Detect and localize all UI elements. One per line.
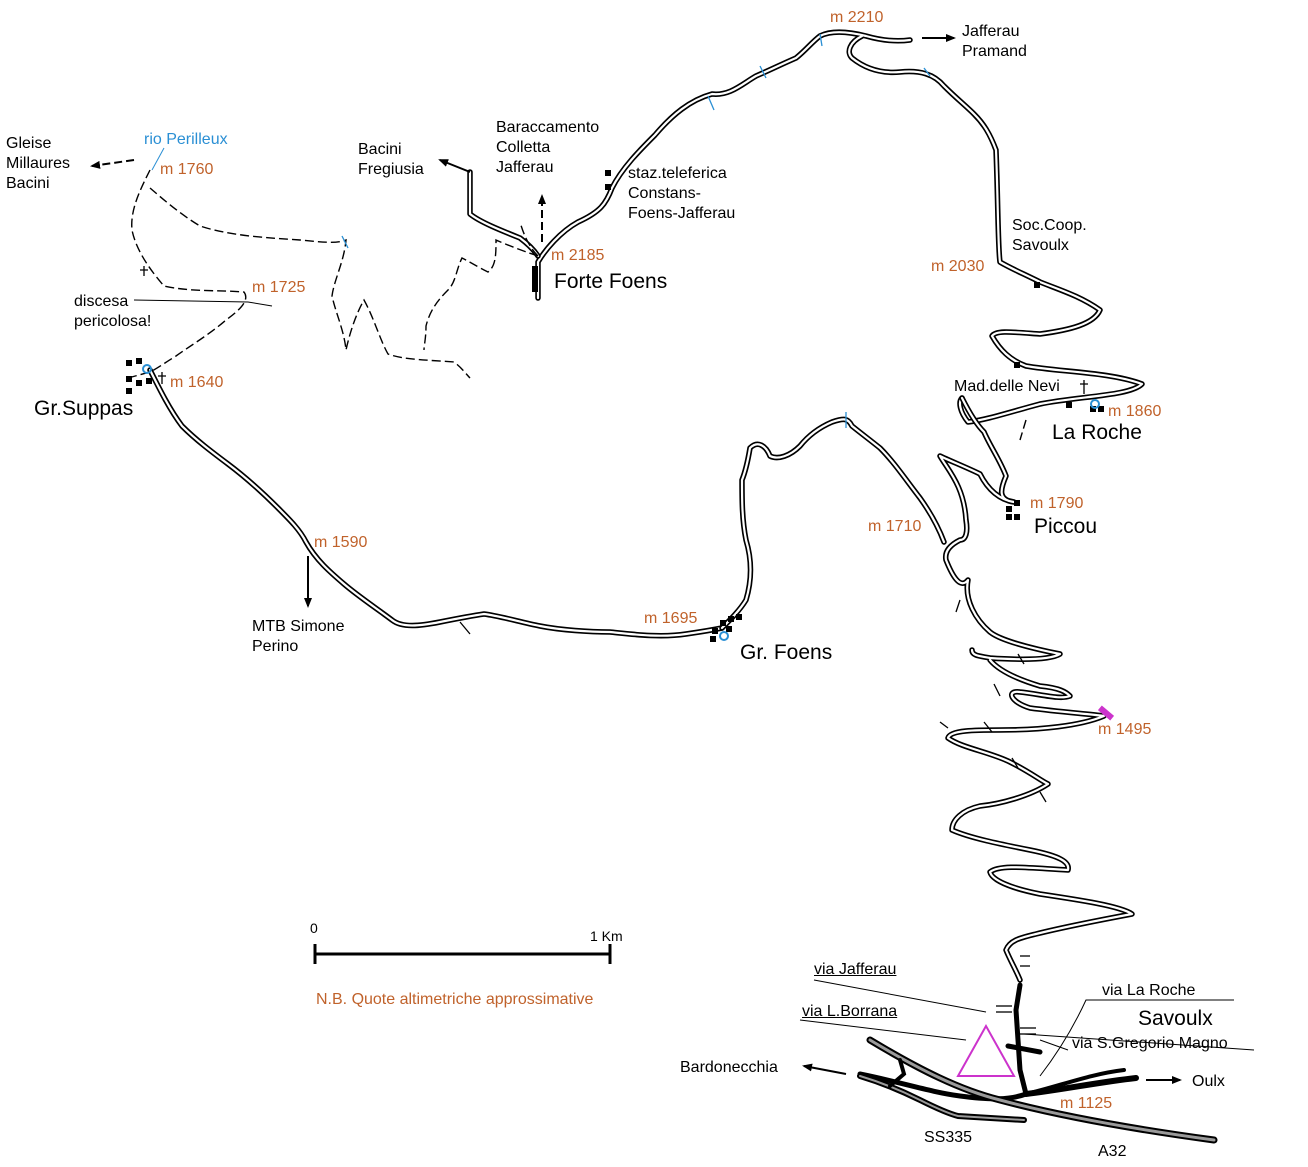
label-rio-perilleux: rio Perilleux xyxy=(144,131,228,148)
place-mad-nevi: Mad.delle Nevi xyxy=(954,378,1060,395)
cross-icons xyxy=(140,266,1088,394)
road-ticks xyxy=(459,599,1047,1035)
place-forte-foens: Forte Foens xyxy=(554,270,668,293)
altitude-m2210: m 2210 xyxy=(830,9,884,26)
arrow-icon-bardonecchia xyxy=(802,1063,847,1075)
stream-crossings xyxy=(341,33,931,428)
altitude-m1640: m 1640 xyxy=(170,374,224,391)
savoulx-roads xyxy=(857,982,1218,1144)
direction-bardonecchia: Bardonecchia xyxy=(680,1059,778,1076)
scale-zero: 0 xyxy=(310,920,318,936)
altitude-note: N.B. Quote altimetriche approssimative xyxy=(316,991,594,1008)
trails xyxy=(127,169,1027,441)
place-la-roche: La Roche xyxy=(1052,421,1142,444)
altitude-m2185: m 2185 xyxy=(551,247,605,264)
building-icon-forte xyxy=(532,266,538,292)
place-soc-coop: Soc.Coop.Savoulx xyxy=(1012,217,1087,254)
altitude-m1860: m 1860 xyxy=(1108,403,1162,420)
leader-lines xyxy=(133,299,1255,1077)
street-via-jafferau: via Jafferau xyxy=(814,961,897,978)
bus-stop-icon xyxy=(1097,705,1115,721)
altitude-m1760: m 1760 xyxy=(160,161,214,178)
scale-bar xyxy=(313,944,612,964)
street-via-gregorio: via S.Gregorio Magno xyxy=(1072,1035,1228,1052)
arrow-icon-fregiusia xyxy=(438,159,471,173)
direction-oulx: Oulx xyxy=(1192,1073,1225,1090)
altitude-m2030: m 2030 xyxy=(931,258,985,275)
altitude-m1725: m 1725 xyxy=(252,279,306,296)
arrow-icon-gleise xyxy=(90,159,135,169)
direction-arrows xyxy=(90,34,1182,1084)
place-savoulx: Savoulx xyxy=(1138,1007,1213,1030)
place-gr-suppas: Gr.Suppas xyxy=(34,397,134,420)
highway-a32: A32 xyxy=(1098,1143,1127,1160)
water-leader xyxy=(151,147,165,171)
place-gr-foens: Gr. Foens xyxy=(740,641,833,664)
altitude-m1710: m 1710 xyxy=(868,518,922,535)
street-via-borrana: via L.Borrana xyxy=(802,1003,898,1020)
buildings xyxy=(126,170,1104,642)
altitude-m1495: m 1495 xyxy=(1098,721,1152,738)
water-source-icons xyxy=(142,364,1100,641)
altitude-m1695: m 1695 xyxy=(644,610,698,627)
scale-one-km: 1 Km xyxy=(590,928,623,944)
altitude-m1125: m 1125 xyxy=(1060,1095,1113,1112)
place-piccou: Piccou xyxy=(1034,515,1098,538)
altitude-m1590: m 1590 xyxy=(314,534,368,551)
triangle-icon xyxy=(956,1023,1016,1077)
highway-ss335: SS335 xyxy=(924,1129,973,1146)
altitude-m1790: m 1790 xyxy=(1030,495,1084,512)
street-via-la-roche: via La Roche xyxy=(1102,982,1196,999)
